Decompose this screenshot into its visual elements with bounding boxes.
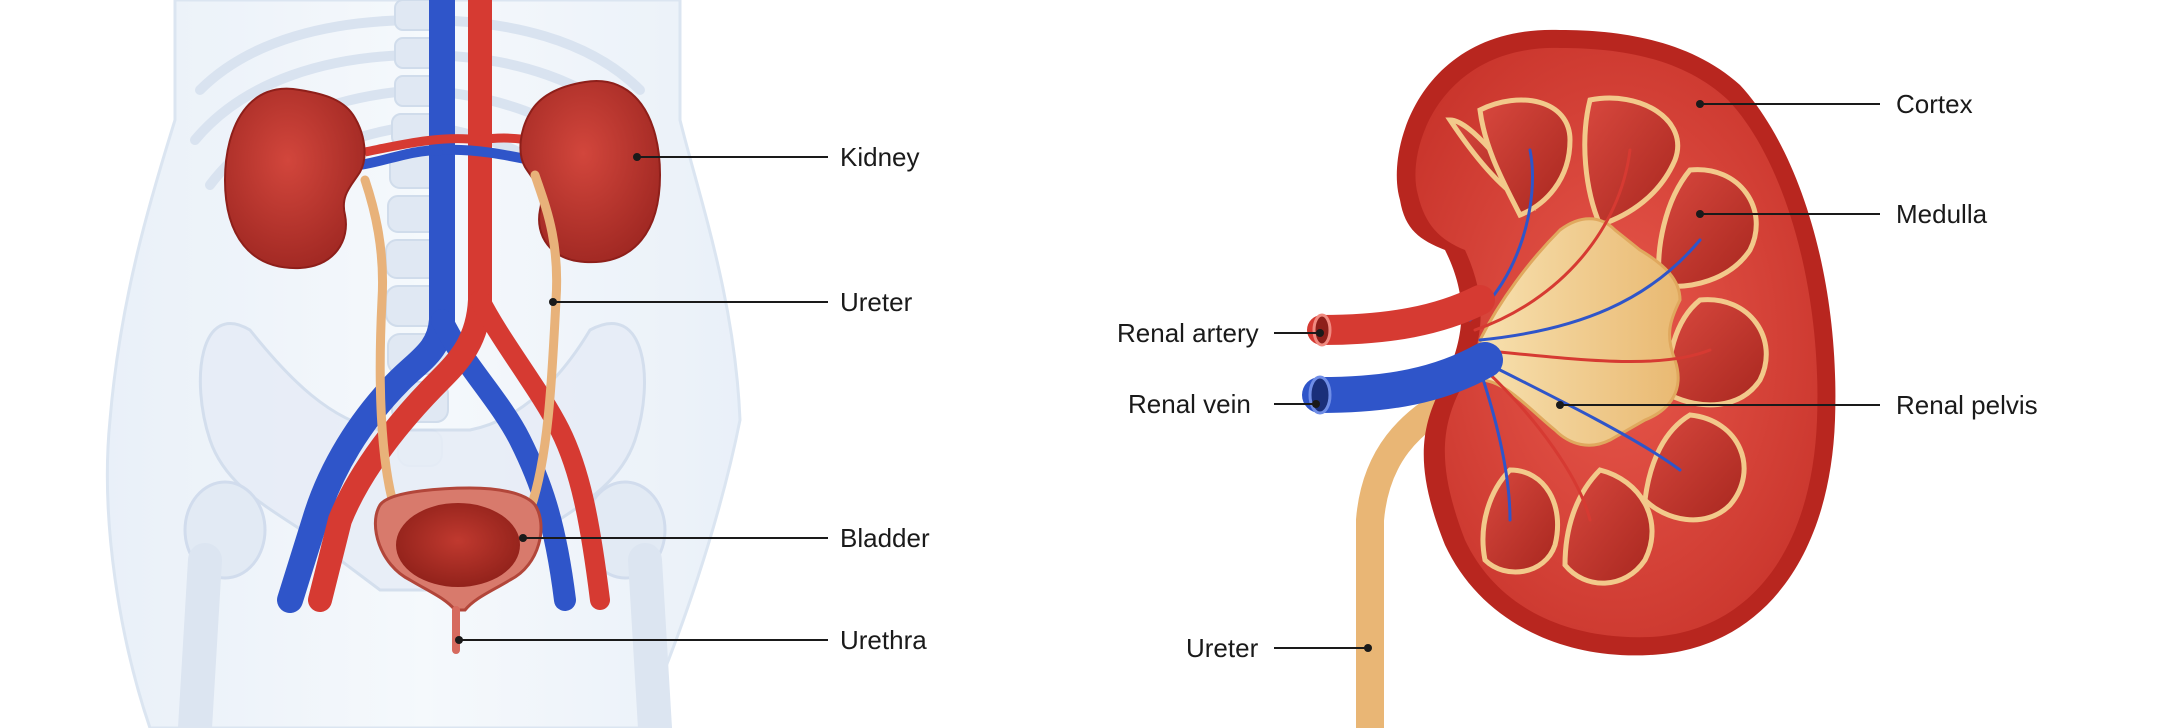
leader-dots	[455, 100, 1704, 652]
renal-artery	[1307, 285, 1495, 347]
label-urethra: Urethra	[840, 625, 927, 655]
leader-lines	[459, 103, 1880, 649]
ureters	[360, 170, 562, 515]
renal-vein	[1302, 342, 1503, 415]
interlobar-vessels	[1468, 148, 1712, 522]
label-bladder: Bladder	[840, 523, 930, 553]
left-kidney	[223, 87, 366, 270]
label-ureter-right-panel: Ureter	[1186, 633, 1259, 663]
label-renal-artery: Renal artery	[1117, 318, 1259, 348]
label-renal-vein: Renal vein	[1128, 389, 1251, 419]
label-medulla: Medulla	[1896, 199, 1988, 229]
right-kidney	[519, 80, 662, 264]
great-vessels	[277, 0, 610, 613]
urinary-system-panel	[105, 0, 742, 728]
kidney-cross-section-panel	[1302, 29, 1836, 728]
label-cortex: Cortex	[1896, 89, 1973, 119]
label-kidney: Kidney	[840, 142, 920, 172]
label-renal-pelvis: Renal pelvis	[1896, 390, 2038, 420]
renal-pelvis	[1478, 217, 1682, 447]
label-ureter-left-panel: Ureter	[840, 287, 913, 317]
bladder	[374, 486, 543, 654]
